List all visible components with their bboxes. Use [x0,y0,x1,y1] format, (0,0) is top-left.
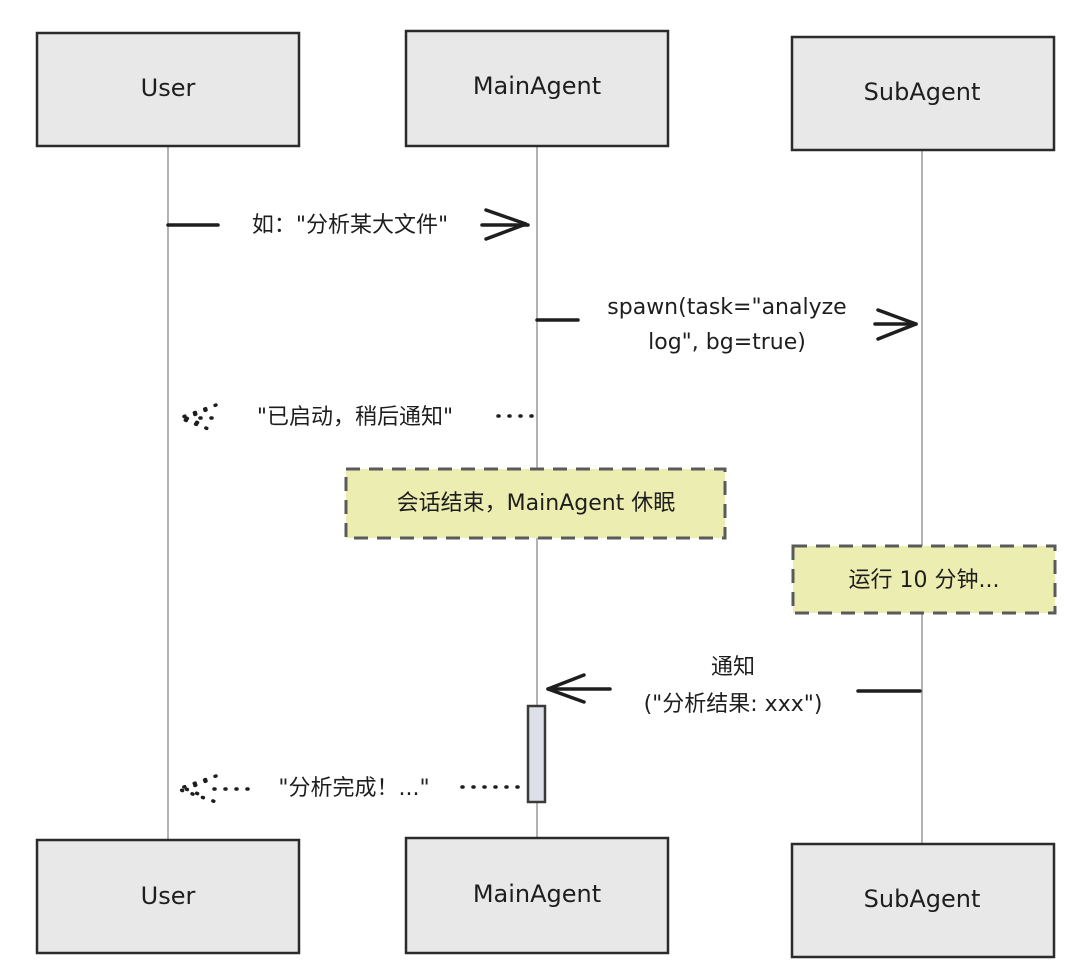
participant-label: User [141,882,196,910]
message-label-line2: log", bg=true) [648,330,806,355]
participant-subagent-bottom: SubAgent [790,842,1056,959]
message-label: "分析完成！..." [278,776,429,801]
note-subagent-running: 运行 10 分钟... [791,544,1057,615]
message-user-to-main: 如："分析某大文件" [166,208,530,241]
participant-user-top: User [35,31,301,148]
message-label: 如："分析某大文件" [252,213,448,238]
note-label: 运行 10 分钟... [849,568,1000,593]
message-label-line1: spawn(task="analyze [607,295,846,320]
message-main-to-sub-spawn: spawn(task="analyze log", bg=true) [535,295,918,355]
message-sub-to-main-notify: 通知 ("分析结果: xxx") [546,655,922,717]
participant-label: SubAgent [864,885,981,913]
participant-subagent-top: SubAgent [790,35,1056,152]
participant-mainagent-bottom: MainAgent [404,836,670,955]
participant-mainagent-top: MainAgent [404,29,670,148]
participant-user-bottom: User [35,838,301,955]
message-label: "已启动，稍后通知" [257,405,453,430]
participant-label: SubAgent [864,78,981,106]
participant-label: MainAgent [473,880,601,908]
mainagent-activation-bar [526,704,547,804]
note-label: 会话结束，MainAgent 休眠 [397,491,676,516]
note-mainagent-sleep: 会话结束，MainAgent 休眠 [344,467,727,540]
message-main-to-user-done: "分析完成！..." [172,774,522,804]
message-label-line2: ("分析结果: xxx") [644,692,823,717]
participant-label: MainAgent [473,72,601,100]
participant-label: User [141,74,196,102]
message-label-line1: 通知 [711,655,755,680]
message-main-to-user-started: "已启动，稍后通知" [175,403,537,434]
